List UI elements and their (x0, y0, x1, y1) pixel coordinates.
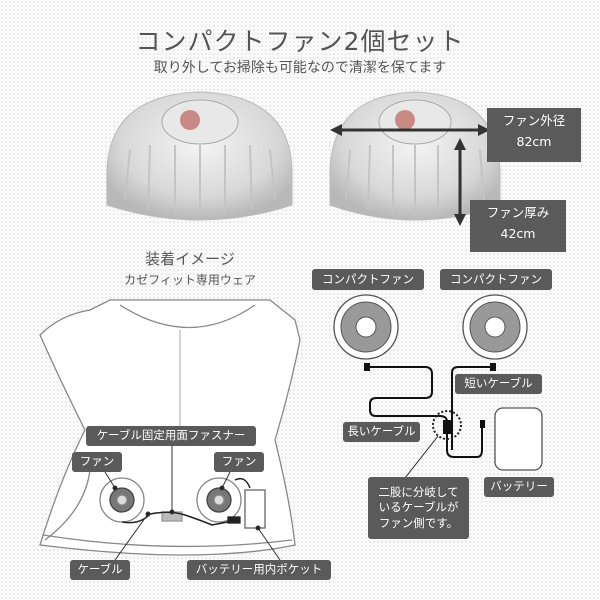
compact-fan-right-label: コンパクトファン (440, 269, 552, 290)
fastener-label: ケーブル固定用面ファスナー (86, 426, 256, 446)
page-subtitle: 取り外してお掃除も可能なので清潔を保てます (153, 60, 447, 76)
cable-label: ケーブル (70, 560, 130, 580)
wearing-subheading: カゼフィット専用ウェア (124, 273, 256, 287)
wearing-heading: 装着イメージ (145, 250, 235, 268)
split-note-line: ファン側です。 (378, 515, 459, 530)
fan-right-label: ファン (214, 452, 264, 472)
dimension-arrows (330, 124, 490, 226)
long-cable-label: 長いケーブル (343, 422, 420, 442)
diameter-value: 82cm (516, 134, 552, 150)
split-note-line: 二股に分岐して (378, 484, 459, 499)
diameter-label: ファン外径 82cm (487, 108, 581, 162)
diameter-label-text: ファン外径 (502, 113, 566, 128)
thickness-label: ファン厚み 42cm (470, 200, 566, 252)
thickness-value: 42cm (500, 226, 536, 242)
thickness-label-text: ファン厚み (486, 205, 550, 220)
short-cable-label: 短いケーブル (455, 374, 542, 394)
clear-fan-left (106, 91, 293, 221)
set-diagram (333, 294, 543, 479)
vest-leader-lines (104, 445, 281, 561)
battery-label: バッテリー (484, 477, 554, 497)
page-title: コンパクトファン2個セット (135, 27, 465, 56)
compact-fan-left-label: コンパクトファン (312, 269, 424, 290)
split-note-line: いるケーブルが (378, 500, 459, 515)
fan-left-label: ファン (72, 452, 122, 472)
battery-pocket-label: バッテリー用内ポケット (187, 560, 331, 580)
split-cable-note: 二股に分岐して いるケーブルが ファン側です。 (368, 477, 469, 539)
